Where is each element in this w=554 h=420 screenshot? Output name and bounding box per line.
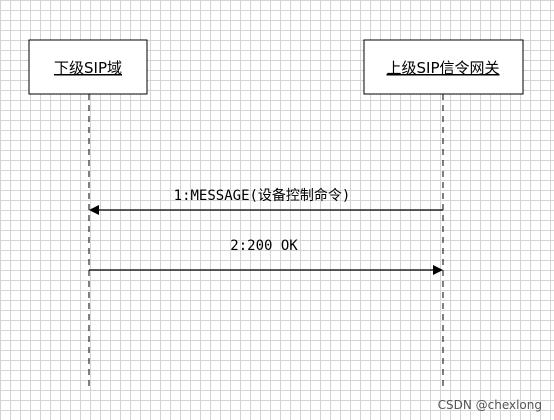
- message-1-message-request[interactable]: 1:MESSAGE(设备控制命令): [89, 187, 443, 215]
- lifeline-label: 下级SIP域: [54, 59, 122, 77]
- lifeline-lower-sip-domain: 下级SIP域: [28, 39, 148, 388]
- lifeline-box[interactable]: [28, 39, 148, 95]
- lifeline-upper-sip-gateway: 上级SIP信令网关: [363, 39, 524, 388]
- message-label: 2:200 OK: [230, 238, 298, 254]
- message-label: 1:MESSAGE(设备控制命令): [174, 187, 351, 204]
- lifeline-label: 上级SIP信令网关: [387, 59, 500, 77]
- arrowhead-left-icon: [89, 205, 99, 215]
- message-2-200-ok-response[interactable]: 2:200 OK: [89, 238, 443, 275]
- lifeline-box[interactable]: [363, 39, 524, 95]
- watermark: CSDN @chexlong: [437, 398, 542, 412]
- arrowhead-right-icon: [433, 265, 443, 275]
